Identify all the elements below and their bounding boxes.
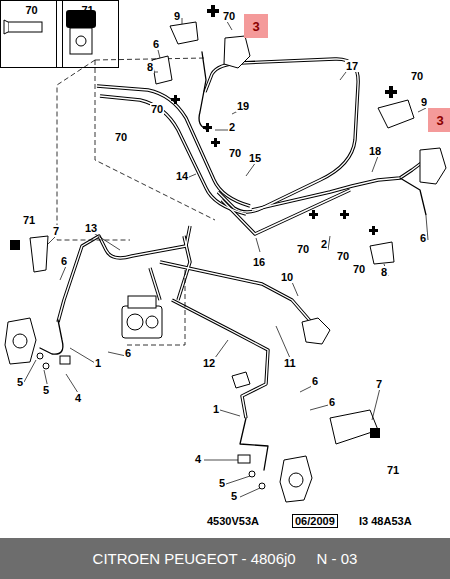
callout-number: 5: [16, 376, 24, 388]
callout-number: 9: [173, 10, 181, 22]
callout-number: 3: [436, 113, 443, 128]
callout-number: 4: [194, 453, 202, 465]
callout-number: 13: [84, 222, 98, 234]
callout-number: 6: [419, 232, 427, 244]
callout-number: 2: [228, 121, 236, 133]
callout-number: 6: [124, 347, 132, 359]
callout-number: 14: [175, 170, 189, 182]
callout-number: 1: [94, 357, 102, 369]
inset-cell: 71: [56, 0, 119, 68]
callout-number: 70: [410, 70, 424, 82]
reference-code: I3 48A53A: [358, 515, 413, 527]
callout-number: 4: [74, 392, 82, 404]
highlight-box: 3: [244, 14, 268, 38]
highlight-box: 3: [428, 108, 450, 132]
callout-number: 71: [22, 214, 36, 226]
callout-number: 7: [375, 378, 383, 390]
callout-number: 71: [57, 1, 118, 16]
callout-number: 70: [352, 263, 366, 275]
callout-number: 6: [328, 396, 336, 408]
callout-number: 71: [386, 464, 400, 476]
callout-number: 16: [252, 256, 266, 268]
inset-cell: 70: [0, 0, 63, 68]
callout-number: 8: [380, 266, 388, 278]
footer-band: CITROEN PEUGEOT - 4806j0 N - 03: [0, 538, 450, 579]
callout-number: 6: [152, 38, 160, 50]
callout-number: 6: [311, 375, 319, 387]
callout-number: 1: [212, 403, 220, 415]
callout-number: 5: [42, 384, 50, 396]
callout-number: 5: [230, 490, 238, 502]
callout-number: 70: [336, 250, 350, 262]
callout-number: 18: [368, 145, 382, 157]
callout-number: 70: [222, 10, 236, 22]
callout-number: 11: [283, 357, 297, 369]
callout-number: 70: [228, 147, 242, 159]
callout-number: 5: [218, 477, 226, 489]
callout-number: 15: [248, 152, 262, 164]
callout-number: 19: [236, 100, 250, 112]
callout-number: 70: [150, 103, 164, 115]
callout-number: 7: [52, 225, 60, 237]
callout-number: 3: [252, 19, 259, 34]
callout-number: 70: [114, 131, 128, 143]
callout-number: 17: [345, 60, 359, 72]
footer-text: CITROEN PEUGEOT - 4806j0 N - 03: [93, 550, 358, 567]
reference-code: 4530V53A: [206, 515, 260, 527]
callout-number: 9: [420, 96, 428, 108]
callout-number: 10: [280, 271, 294, 283]
callout-number: 6: [60, 255, 68, 267]
callout-number: 70: [296, 243, 310, 255]
callout-number: 2: [320, 238, 328, 250]
callout-number: 8: [146, 61, 154, 73]
callout-number: 12: [202, 357, 216, 369]
callout-number: 70: [1, 1, 62, 16]
reference-code: 06/2009: [292, 514, 338, 528]
